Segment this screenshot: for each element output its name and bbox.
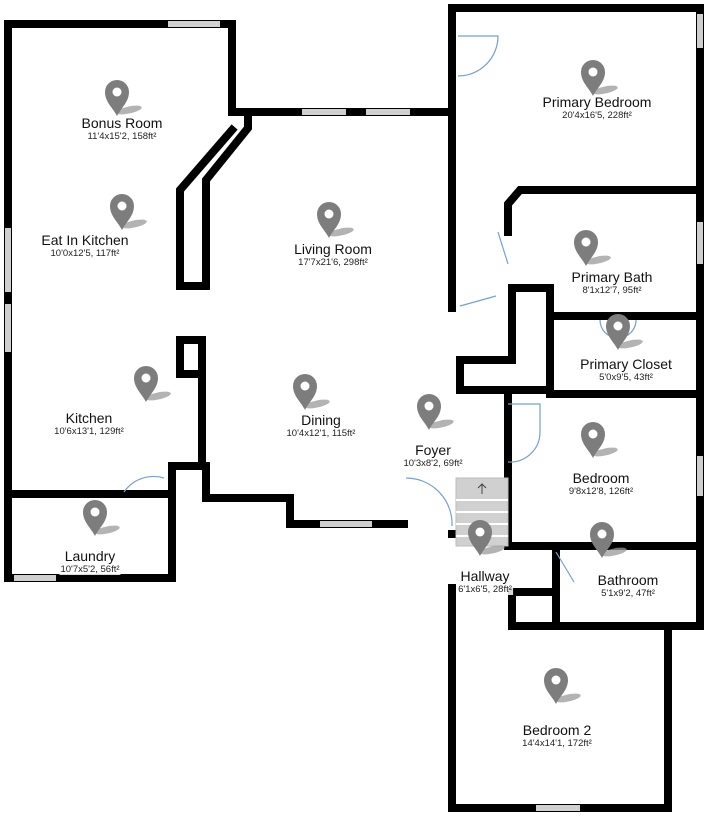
map-pin-icon [606, 314, 643, 350]
room-name: Living Room [294, 241, 372, 257]
room-name: Foyer [415, 442, 451, 458]
room-name: Primary Closet [580, 356, 672, 372]
map-pin-icon [590, 522, 627, 558]
room-dimensions: 10'6x13'1, 129ft² [54, 426, 124, 437]
door-primary-bath [497, 231, 509, 265]
room-name: Bedroom [572, 470, 630, 486]
room-dimensions: 10'3x8'2, 69ft² [403, 458, 463, 469]
map-pin-icon [317, 202, 354, 238]
room-dimensions: 10'0x12'5, 117ft² [50, 248, 120, 259]
room-dimensions: 17'7x21'6, 298ft² [298, 257, 368, 268]
room-name: Primary Bath [571, 269, 653, 285]
room-dimensions: 6'1x6'5, 28ft² [457, 584, 513, 595]
room-dimensions: 20'4x16'5, 228ft² [562, 110, 632, 121]
wall-top-left [4, 20, 236, 116]
door-bathroom [555, 551, 575, 583]
map-pin-icon [417, 394, 454, 430]
room-name: Bedroom 2 [522, 722, 592, 738]
wall-chimney [176, 108, 252, 290]
door-primary-closet-entry [459, 295, 497, 307]
map-pin-icon [574, 230, 611, 266]
map-pin-icon [581, 422, 618, 458]
room-name: Kitchen [65, 410, 113, 426]
map-pin-icon [293, 374, 330, 410]
room-pins [83, 60, 643, 704]
map-pin-icon [110, 194, 147, 230]
room-name: Bonus Room [81, 115, 163, 131]
room-name: Laundry [64, 548, 116, 564]
map-pin-icon [544, 668, 581, 704]
wall-closet-block [456, 284, 554, 394]
room-name: Bathroom [597, 572, 659, 588]
wall-dining-bottom [202, 462, 408, 528]
room-dimensions: 10'4x12'1, 115ft² [286, 428, 356, 439]
door-primary-bedroom [457, 35, 499, 77]
stairs-arrow-icon [477, 483, 487, 494]
room-name: Eat In Kitchen [41, 232, 129, 248]
room-dimensions: 5'1x9'2, 47ft² [601, 588, 655, 599]
map-pin-icon [581, 60, 618, 96]
map-pin-icon [83, 500, 120, 536]
wall-primary-bath-top [504, 186, 704, 236]
room-dimensions: 10'7x5'2, 56ft² [59, 564, 121, 575]
door-foyer [405, 477, 453, 527]
map-pin-icon [134, 366, 171, 402]
room-name: Dining [301, 412, 341, 428]
door-bedroom [507, 403, 541, 463]
map-pin-icon [468, 520, 505, 556]
room-dimensions: 5'0x9'5, 43ft² [598, 372, 654, 383]
room-name: Primary Bedroom [542, 94, 652, 110]
wall-laundry-kitchen [4, 336, 206, 582]
room-dimensions: 8'1x12'7, 95ft² [582, 285, 642, 296]
room-dimensions: 14'4x14'1, 172ft² [522, 738, 592, 749]
door-laundry [123, 475, 165, 493]
room-dimensions: 11'4x15'2, 158ft² [87, 131, 157, 142]
room-name: Hallway [460, 568, 510, 584]
map-pin-icon [105, 80, 142, 116]
windows [5, 14, 703, 811]
room-dimensions: 9'8x12'8, 126ft² [568, 486, 634, 497]
wall-bathroom [508, 542, 704, 630]
wall-closet-top [508, 284, 704, 320]
